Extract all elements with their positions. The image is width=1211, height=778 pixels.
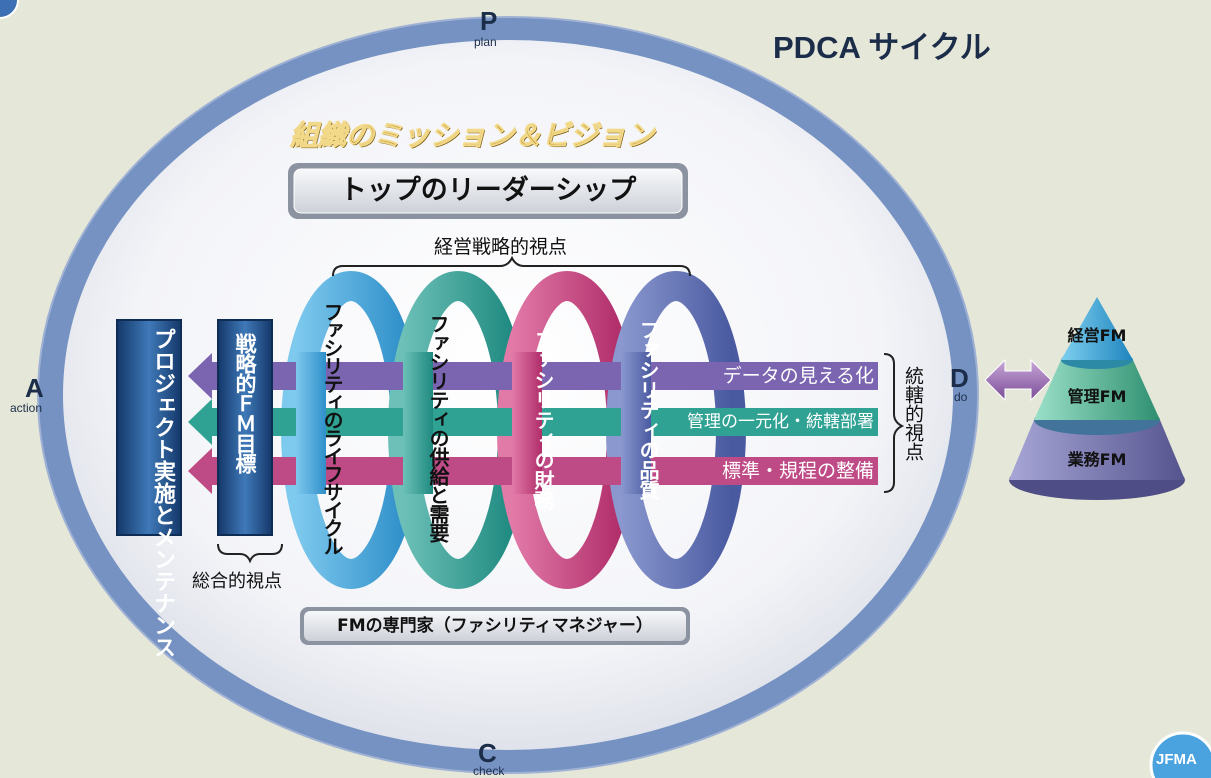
comprehensive-view-brace <box>217 543 283 564</box>
leadership-label: トップのリーダーシップ <box>339 175 637 206</box>
arrow-label-standards: 標準・規程の整備 <box>721 460 874 482</box>
action-letter: A <box>25 373 44 403</box>
check-word: check <box>473 764 505 778</box>
fm-professional-label: FMの専門家（ファシリティマネジャー） <box>337 616 653 636</box>
plan-word: plan <box>474 35 497 49</box>
check-letter: C <box>478 738 497 768</box>
mission-vision-heading: 組織のミッション＆ビジョン <box>289 119 655 153</box>
arrow-label-data-visibility: データの見える化 <box>722 365 874 387</box>
jfma-logo-icon <box>1149 731 1211 778</box>
strategic-view-brace <box>332 255 691 277</box>
ring-label-supply-demand: ファシリティの供給と需要 <box>426 314 450 542</box>
do-letter: D <box>950 363 969 393</box>
pyramid-level-management: 管理FM <box>1067 387 1127 406</box>
page-title: PDCA サイクル <box>773 30 991 65</box>
project-label: プロジェクト実施とメンテナンス <box>150 328 175 658</box>
project-box <box>116 319 182 536</box>
fm-pyramid <box>1009 297 1185 500</box>
strategic-fm-label: 戦略的ＦＭ目標 <box>233 333 257 473</box>
action-word: action <box>10 401 43 415</box>
corner-ornament-icon <box>0 0 19 19</box>
arrow-label-management-unification: 管理の一元化・統轄部署 <box>687 412 874 432</box>
comprehensive-view-label: 総合的視点 <box>192 571 282 592</box>
overall-view-label: 統轄的視点 <box>902 366 924 461</box>
ring-label-finance: ファシリティの財務 <box>531 330 555 510</box>
overall-view-brace <box>883 353 905 493</box>
strategic-fm-box <box>217 319 273 536</box>
ring-label-quality: ファシリティの品質 <box>636 320 660 500</box>
ring-fronts <box>296 352 651 494</box>
do-word: do <box>954 390 968 404</box>
double-arrow-icon <box>984 358 1052 402</box>
jfma-logo-text: JFMA <box>1156 751 1197 768</box>
ring-label-lifecycle: ファシリティのライフサイクル <box>320 302 344 554</box>
plan-letter: P <box>480 6 498 36</box>
pyramid-level-executive: 経営FM <box>1067 326 1127 345</box>
strategic-view-label: 経営戦略的視点 <box>434 236 568 258</box>
pyramid-level-operations: 業務FM <box>1067 450 1127 469</box>
